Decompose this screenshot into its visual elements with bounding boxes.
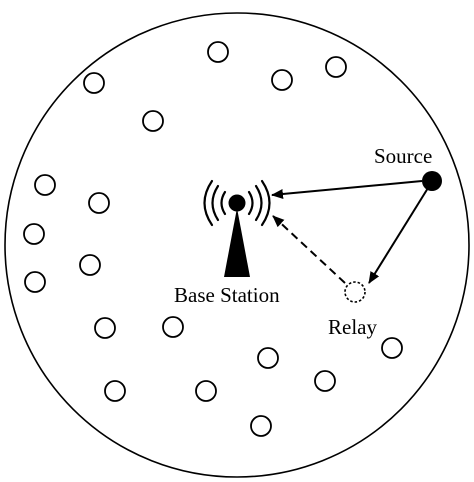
user-node-icon	[23, 223, 45, 245]
base-station-label: Base Station	[174, 283, 280, 307]
source-to-relay-link	[368, 187, 429, 284]
user-nodes	[23, 41, 403, 437]
relay-to-base-station-link	[272, 215, 346, 284]
relay-node-icon	[344, 281, 366, 303]
user-node-icon	[24, 271, 46, 293]
user-node-icon	[94, 317, 116, 339]
user-node-icon	[325, 56, 347, 78]
user-node-icon	[271, 69, 293, 91]
user-node-icon	[104, 380, 126, 402]
user-node-icon	[162, 316, 184, 338]
user-node-icon	[142, 110, 164, 132]
user-node-icon	[381, 337, 403, 359]
user-node-icon	[195, 380, 217, 402]
user-node-icon	[257, 347, 279, 369]
relay-label: Relay	[328, 315, 377, 339]
user-node-icon	[79, 254, 101, 276]
source-label: Source	[374, 144, 432, 168]
user-node-icon	[314, 370, 336, 392]
antenna-tower-icon	[203, 179, 271, 277]
cell-boundary	[4, 12, 470, 478]
user-node-icon	[83, 72, 105, 94]
source-node-icon	[422, 171, 442, 191]
user-node-icon	[88, 192, 110, 214]
user-node-icon	[34, 174, 56, 196]
user-node-icon	[250, 415, 272, 437]
source-to-base-station-link	[271, 180, 423, 199]
user-node-icon	[207, 41, 229, 63]
